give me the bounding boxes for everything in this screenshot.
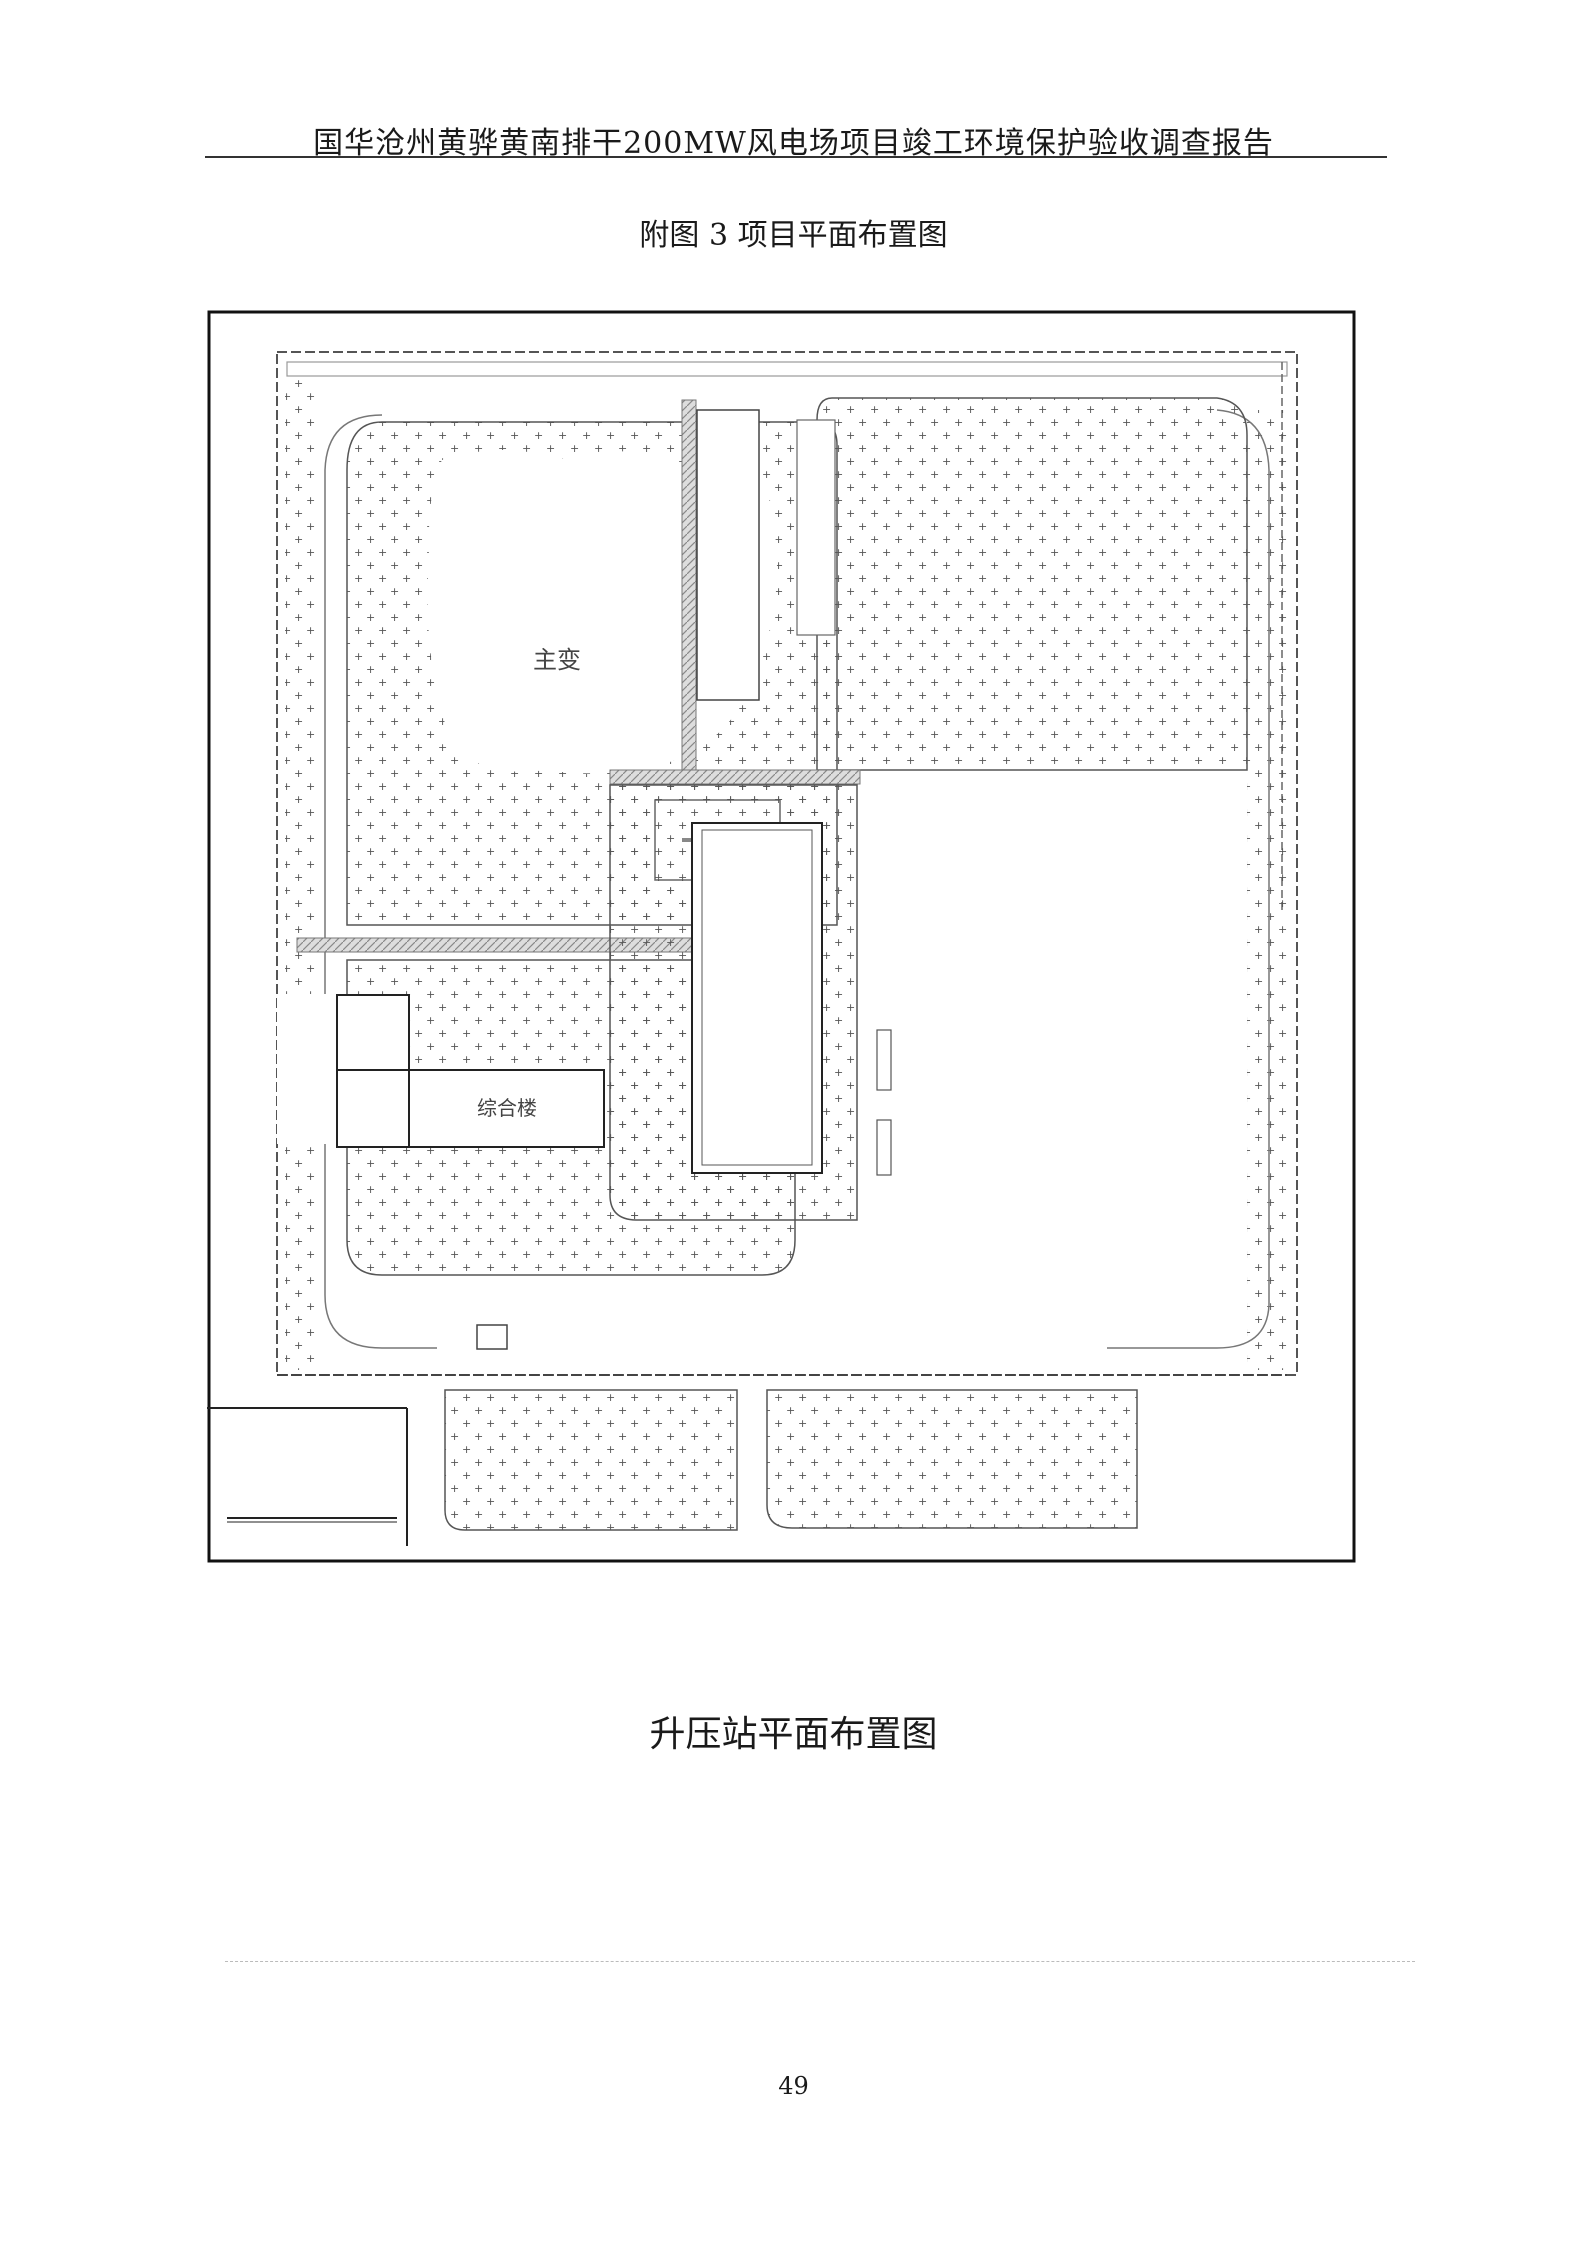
gate-house	[476, 1324, 508, 1350]
auxiliary-room	[796, 419, 836, 636]
site-plan-drawing: + + 主变	[207, 310, 1356, 1563]
header-divider	[205, 156, 1387, 158]
figure-caption: 升压站平面布置图	[649, 1714, 938, 1755]
report-header-title: 国华沧州黄骅黄南排干200MW风电场项目竣工环境保护验收调查报告	[313, 126, 1274, 161]
figure-label: 附图 3 项目平面布置图	[639, 218, 948, 253]
power-distribution-building	[691, 822, 823, 1174]
site-plan-figure: + + 主变	[207, 310, 1356, 1563]
north-fence-strip	[286, 361, 1288, 377]
equipment-room	[696, 409, 760, 701]
upper-right-yard	[816, 397, 1248, 771]
composite-building-label: 综合楼	[477, 1096, 537, 1120]
main-transformer-label: 主变	[533, 646, 581, 674]
composite-building	[408, 1069, 605, 1148]
footer-divider	[225, 1961, 1415, 1962]
page-number: 49	[778, 2072, 809, 2100]
